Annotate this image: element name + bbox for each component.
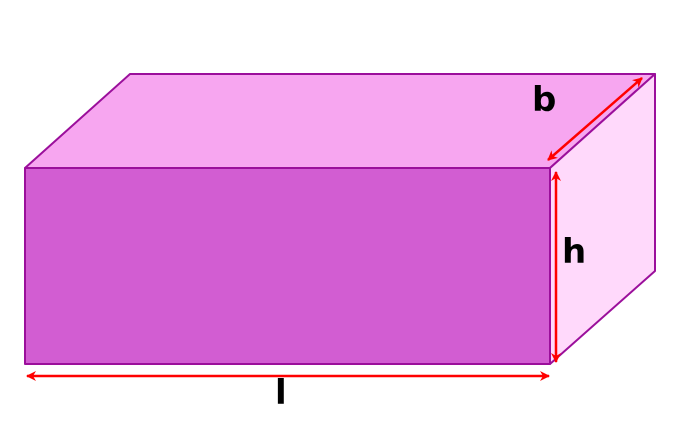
cuboid-top-face [24, 73, 656, 169]
length-label: l [275, 373, 287, 413]
cuboid-front-face [24, 167, 551, 365]
height-label: h [562, 232, 586, 272]
breadth-arrow [547, 77, 643, 161]
breadth-label: b [532, 80, 556, 120]
